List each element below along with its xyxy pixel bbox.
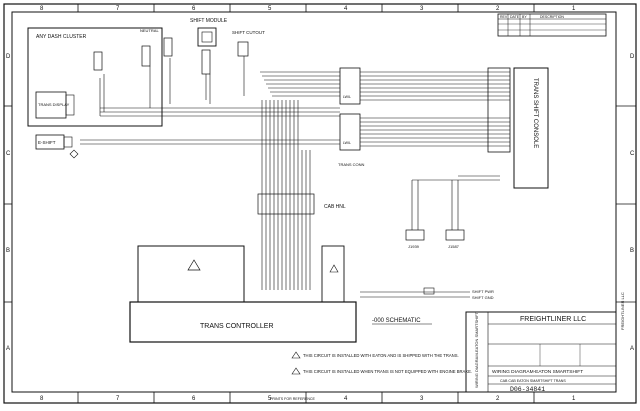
col-marker: 4 — [344, 6, 348, 12]
note-1-icon — [291, 351, 301, 359]
col-marker: 8 — [40, 6, 44, 12]
footer-text: PRINTS FOR REFERENCE — [270, 397, 316, 401]
col-marker: 1 — [572, 396, 576, 402]
col-marker: 3 — [420, 6, 424, 12]
trans-conn-label: TRANS CONN — [338, 162, 365, 167]
right-edge-text: FREIGHTLINER LLC — [620, 292, 625, 330]
column-markers-top: 8 7 6 5 4 3 2 1 — [40, 6, 576, 12]
rev-header: REV — [500, 15, 508, 19]
shift-cutout: SHIFT CUTOUT NEUTRAL — [140, 28, 265, 57]
shift-module-label: SHIFT MODULE — [190, 18, 228, 24]
e-shift-block: E-SHIFT — [35, 134, 79, 159]
inner-border — [11, 11, 617, 393]
shift-power-leads: SHIFT PWR SHIFT GND — [423, 287, 494, 300]
dash-cluster-box: ANY DASH CLUSTER TRANS DISPLAY — [27, 27, 173, 127]
col-marker: 2 — [496, 6, 500, 12]
data-link-connectors: J1939 J1587 — [405, 229, 465, 249]
cab-splice: CAB HNL — [257, 193, 346, 215]
col-marker: 5 — [268, 6, 272, 12]
j1587-label: J1587 — [448, 244, 460, 249]
outer-border — [3, 3, 637, 404]
shift-module: SHIFT MODULE — [190, 18, 228, 75]
rev-header: DATE — [510, 15, 520, 19]
shift-gnd-label: SHIFT GND — [472, 295, 494, 300]
revision-table: REV DATE BY DESCRIPTION — [497, 13, 607, 37]
row-marker: C — [6, 151, 11, 157]
title-block: FREIGHTLINER LLC WIRING DIAGRAM-EATON SM… — [465, 311, 617, 393]
row-marker: C — [630, 151, 635, 157]
note-1-text: THIS CIRCUIT IS INSTALLED WITH EATON AND… — [303, 353, 459, 358]
shift-cutout-label: SHIFT CUTOUT — [232, 30, 265, 35]
row-marker: B — [6, 248, 10, 254]
col-marker: 4 — [344, 396, 348, 402]
schematic-title: -000 SCHEMATIC — [372, 318, 421, 324]
cab-harness-label: CAB HNL — [324, 204, 346, 210]
row-marker: B — [630, 248, 634, 254]
col-marker: 7 — [116, 6, 120, 12]
rev-header: DESCRIPTION — [540, 15, 564, 19]
row-marker: A — [6, 346, 10, 352]
col-marker: 2 — [496, 396, 500, 402]
warning-icon — [329, 264, 339, 273]
neutral-label: NEUTRAL — [140, 28, 159, 33]
trans-controller-label: TRANS CONTROLLER — [200, 323, 274, 330]
e-shift-label: E-SHIFT — [38, 140, 56, 145]
middle-connectors: LWIL LWIL TRANS CONN — [338, 67, 511, 167]
col-marker: 6 — [192, 396, 196, 402]
note-2-text: THIS CIRCUIT IS INSTALLED WHEN TRANS IS … — [303, 369, 472, 374]
trans-shift-console: TRANS SHIFT CONSOLE — [513, 67, 549, 189]
col-marker: 5 — [268, 396, 272, 402]
trans-display-label: TRANS DISPLAY — [38, 102, 70, 107]
title-side-label: WIRING DIAGRAM-EATON SMARTSHIFT — [474, 311, 479, 388]
border-ticks — [4, 4, 636, 403]
harness-wires — [80, 56, 510, 298]
rev-header: BY — [522, 15, 527, 19]
row-marker: D — [630, 54, 635, 60]
col-marker: 6 — [192, 6, 196, 12]
drawing-number: D06-34841 — [510, 386, 545, 393]
row-marker: A — [630, 346, 634, 352]
j1939-label: J1939 — [408, 244, 420, 249]
company-name: FREIGHTLINER LLC — [520, 316, 586, 323]
row-marker: D — [6, 54, 11, 60]
warning-icon — [187, 259, 201, 271]
row-markers: D C B A D C B A — [6, 54, 635, 352]
console-label: TRANS SHIFT CONSOLE — [532, 78, 538, 148]
drawing-subtitle: CAB CAB EATON SMARTSHIFT TRANS — [500, 379, 566, 383]
col-marker: 3 — [420, 396, 424, 402]
column-markers-bottom: 8 7 6 5 4 3 2 1 — [40, 396, 576, 402]
connector-lower-label: LWIL — [343, 141, 351, 145]
dash-cluster-label: ANY DASH CLUSTER — [36, 34, 87, 40]
col-marker: 7 — [116, 396, 120, 402]
col-marker: 8 — [40, 396, 44, 402]
col-marker: 1 — [572, 6, 576, 12]
shift-pwr-label: SHIFT PWR — [472, 289, 494, 294]
notes: THIS CIRCUIT IS INSTALLED WITH EATON AND… — [291, 351, 472, 375]
drawing-title: WIRING DIAGRAM-EATON SMARTSHIFT — [492, 369, 583, 375]
note-2-icon — [291, 367, 301, 375]
connector-upper-label: LWIL — [343, 95, 351, 99]
trans-controller: TRANS CONTROLLER — [129, 245, 357, 343]
